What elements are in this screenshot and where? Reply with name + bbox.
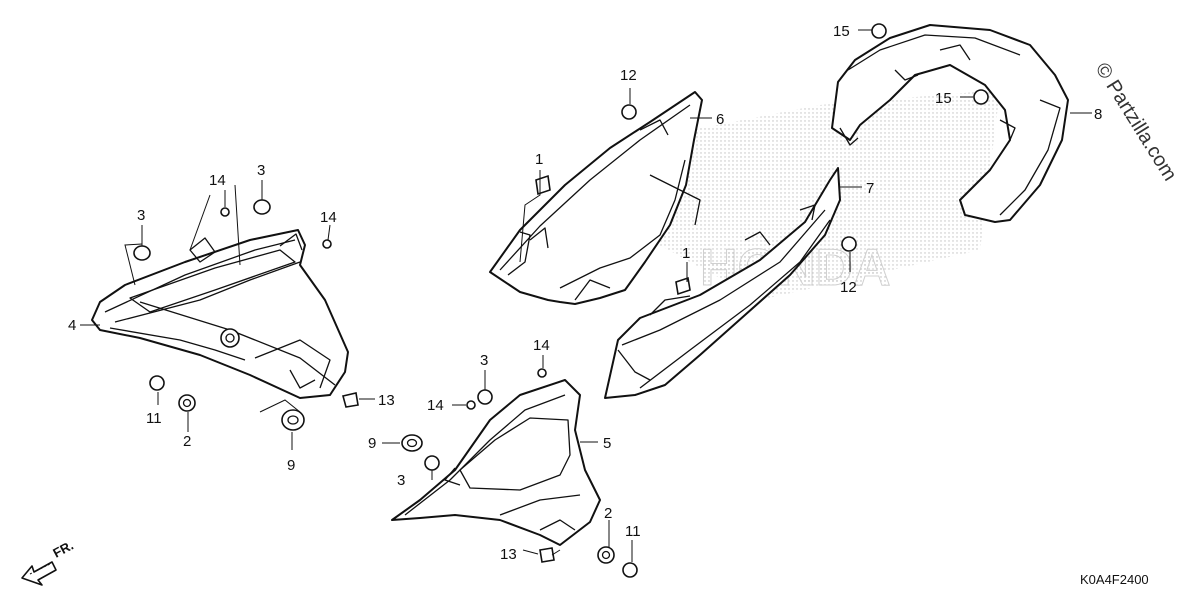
rubber-9-b bbox=[401, 434, 423, 452]
copyright-watermark: © Partzilla.com bbox=[1091, 59, 1181, 185]
callout-11: 11 bbox=[146, 410, 162, 427]
collar-2-b bbox=[597, 546, 615, 564]
front-arrow-icon bbox=[21, 561, 57, 586]
callout-11: 11 bbox=[625, 523, 641, 540]
part-8-rear-cover[interactable] bbox=[831, 24, 1069, 223]
callouts: 1 1 2 2 3 3 3 3 4 5 6 7 8 9 9 11 11 12 1… bbox=[68, 23, 1102, 563]
callout-2: 2 bbox=[183, 433, 191, 450]
screw-14-c bbox=[537, 368, 547, 378]
nut-15-b bbox=[973, 89, 989, 105]
callout-3: 3 bbox=[397, 472, 405, 489]
front-label: FR. bbox=[50, 538, 76, 561]
callout-12: 12 bbox=[620, 67, 637, 84]
grommet-3-b bbox=[253, 199, 271, 215]
clip-1-a bbox=[535, 174, 551, 196]
callout-14: 14 bbox=[533, 337, 550, 354]
callout-3: 3 bbox=[137, 207, 145, 224]
clip-13-b bbox=[539, 547, 555, 563]
rubber-9-a bbox=[281, 409, 305, 431]
callout-8: 8 bbox=[1094, 106, 1102, 123]
callout-3: 3 bbox=[480, 352, 488, 369]
front-direction-indicator: FR. bbox=[21, 538, 76, 586]
callout-7: 7 bbox=[866, 180, 874, 197]
callout-5: 5 bbox=[603, 435, 611, 452]
screw-14-b bbox=[322, 239, 332, 249]
callout-3: 3 bbox=[257, 162, 265, 179]
part-4-front-cover[interactable] bbox=[91, 229, 349, 399]
part-7-lower-side-cover[interactable] bbox=[604, 167, 841, 399]
nut-15-a bbox=[871, 23, 887, 39]
grommet-3-c bbox=[477, 389, 493, 405]
part-5-right-front-cover[interactable] bbox=[391, 379, 601, 546]
grommet-3-d bbox=[424, 455, 440, 471]
clip-13-a bbox=[342, 392, 359, 408]
hardware-parts bbox=[133, 23, 989, 578]
callout-15: 15 bbox=[935, 90, 952, 107]
part-6-upper-side-cover[interactable] bbox=[489, 91, 703, 305]
screw-14-d bbox=[466, 400, 476, 410]
bolt-11-a bbox=[149, 375, 165, 391]
callout-9: 9 bbox=[287, 457, 295, 474]
screw-14-a bbox=[220, 207, 230, 217]
callout-14: 14 bbox=[209, 172, 226, 189]
bolt-11-b bbox=[622, 562, 638, 578]
callout-6: 6 bbox=[716, 111, 724, 128]
diagram-code: K0A4F2400 bbox=[1080, 572, 1149, 587]
callout-14: 14 bbox=[320, 209, 337, 226]
grommet-3-a bbox=[133, 245, 151, 261]
callout-15: 15 bbox=[833, 23, 850, 40]
callout-13: 13 bbox=[378, 392, 395, 409]
callout-1: 1 bbox=[535, 151, 543, 168]
callout-9: 9 bbox=[368, 435, 376, 452]
callout-14: 14 bbox=[427, 397, 444, 414]
clip-1-b bbox=[675, 276, 691, 296]
bolt-12-a bbox=[621, 104, 637, 120]
collar-2-a bbox=[178, 394, 196, 412]
callout-4: 4 bbox=[68, 317, 76, 334]
callout-2: 2 bbox=[604, 505, 612, 522]
bolt-12-b bbox=[841, 236, 857, 252]
callout-13: 13 bbox=[500, 546, 517, 563]
callout-12: 12 bbox=[840, 279, 857, 296]
callout-1: 1 bbox=[682, 245, 690, 262]
leader-lines bbox=[80, 29, 1092, 562]
